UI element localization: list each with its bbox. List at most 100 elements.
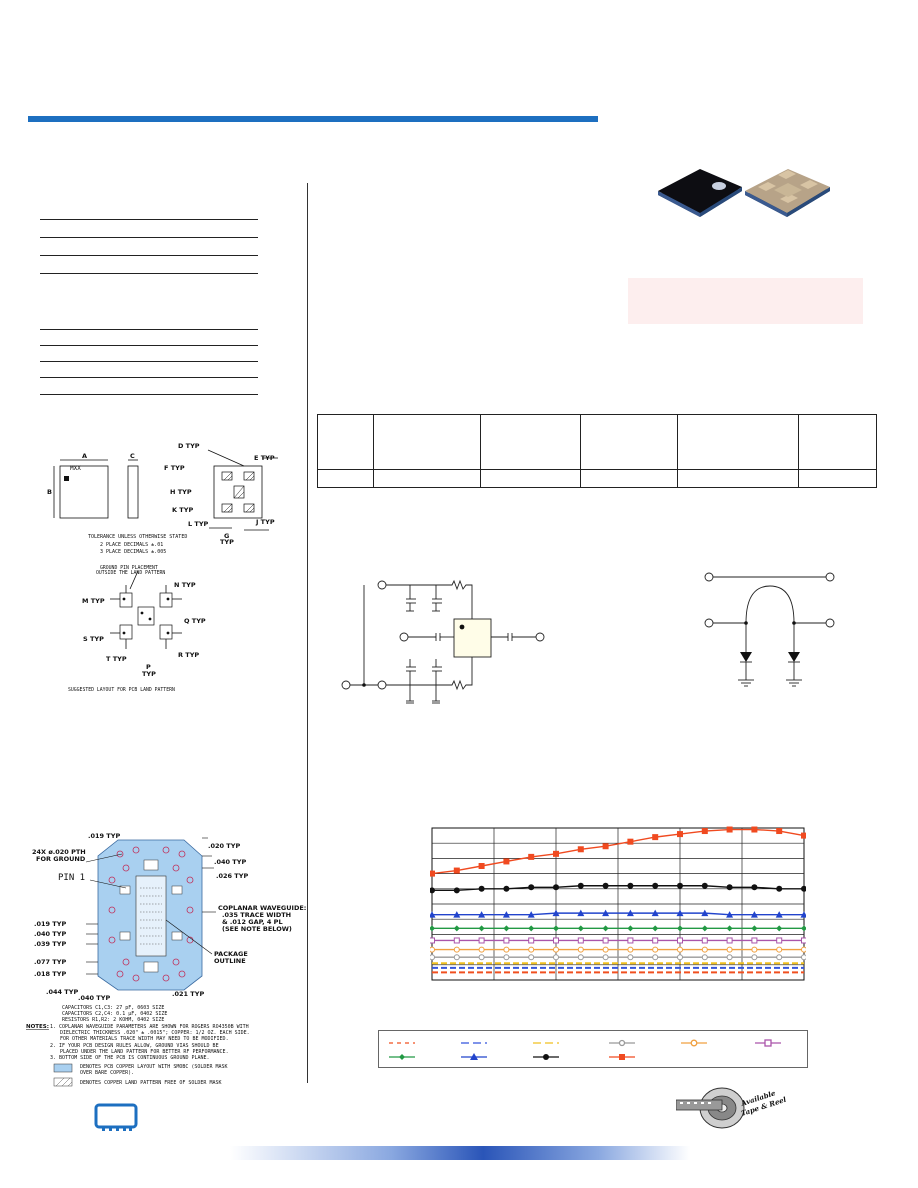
data-point [726, 911, 734, 918]
data-point [776, 954, 783, 961]
table-row [317, 468, 877, 489]
dim-l-label: L TYP [188, 520, 209, 528]
data-point [652, 925, 659, 932]
data-point [627, 838, 634, 845]
data-point [503, 858, 510, 865]
dim-040-bottom: .040 TYP [78, 994, 110, 1002]
data-point [503, 937, 510, 944]
table-cell [677, 468, 800, 489]
table-cell [579, 468, 679, 489]
data-point [528, 884, 535, 891]
data-point [453, 937, 460, 944]
legend-entry [461, 1053, 487, 1060]
data-point [478, 885, 485, 892]
capacitors-2: CAPACITORS C2,C4: 0.1 µF, 0402 SIZE [62, 1011, 167, 1017]
dim-039: .039 TYP [34, 940, 66, 948]
data-point [527, 911, 535, 918]
data-point [751, 925, 758, 932]
package-outline-bottom [213, 465, 263, 519]
package-photo [658, 169, 830, 217]
pkg-outline-1: PACKAGE [214, 950, 248, 958]
dim-s-label: S TYP [83, 635, 104, 643]
spec-table [317, 414, 877, 489]
application-circuit [341, 579, 545, 704]
pth-note-1: 24X ø.020 PTH [32, 848, 86, 856]
data-point [528, 937, 535, 944]
data-point [453, 925, 460, 932]
port-4 [825, 618, 835, 628]
resistors: RESISTORS R1,R2: 2 KOHM, 0402 SIZE [62, 1017, 164, 1023]
legend-entry [681, 1039, 707, 1047]
data-point [801, 937, 806, 944]
data-point [503, 885, 510, 892]
table-cell [372, 468, 482, 489]
data-point [776, 937, 783, 944]
data-point [577, 937, 584, 944]
data-point [652, 946, 659, 953]
data-point [627, 882, 634, 889]
chart-legend [378, 1030, 808, 1068]
data-point [701, 946, 708, 953]
data-point [552, 909, 560, 917]
data-point [553, 884, 559, 891]
data-point [577, 909, 585, 917]
table-cell [798, 414, 877, 470]
data-point [776, 946, 783, 953]
dim-040-right: .040 TYP [214, 858, 246, 866]
legend-1b: OVER BARE COPPER). [80, 1070, 134, 1076]
copper-legend-swatch [53, 1063, 73, 1073]
spec-line [40, 219, 258, 220]
legend-entry [389, 1054, 415, 1060]
dim-h-label: H TYP [170, 488, 192, 496]
data-point [553, 925, 559, 932]
ground-note-1: GROUND PIN PLACEMENT [100, 565, 158, 571]
data-point [800, 911, 806, 918]
dim-040-left: .040 TYP [34, 930, 66, 938]
data-point [577, 954, 584, 961]
spec-line [40, 329, 258, 330]
data-point [478, 911, 486, 918]
dim-f-label: F TYP [164, 464, 185, 472]
data-point [726, 884, 733, 891]
tape-and-reel-icon: Available Tape & Reel [676, 1087, 786, 1129]
data-point [776, 925, 783, 932]
dim-e-label: E TYP [254, 454, 275, 462]
pin1-label: PIN 1 [58, 873, 85, 883]
note-3: 3. BOTTOM SIDE OF THE PCB IS CONTINUOUS … [50, 1055, 210, 1061]
land-pattern-drawing: GROUND PIN PLACEMENT OUTSIDE THE LAND PA… [68, 565, 206, 693]
data-point [503, 954, 510, 961]
port-3 [704, 618, 714, 628]
data-point [602, 954, 609, 961]
data-point [478, 954, 485, 961]
cpw-note-2: .035 TRACE WIDTH [222, 911, 291, 919]
chip-logo-icon [94, 1103, 138, 1131]
data-point [751, 937, 758, 944]
dim-a-label: A [82, 452, 87, 460]
data-point [677, 831, 683, 838]
table-cell [317, 468, 374, 489]
data-point [776, 885, 783, 892]
dim-d-label: D TYP [178, 442, 200, 450]
data-point [726, 946, 733, 953]
outline-drawing: A B C MXX D TYP E TYP F TYP H TYP K TYP … [47, 442, 278, 555]
package-bottom-view [745, 169, 830, 217]
data-point [502, 911, 510, 918]
spec-line [40, 345, 258, 346]
data-point [503, 946, 510, 953]
data-point [528, 925, 535, 932]
table-cell [480, 468, 581, 489]
footer-bar [230, 1146, 690, 1160]
dim-p-label: P [146, 663, 151, 671]
pin-diode-1 [740, 652, 752, 662]
terminal-node [377, 680, 387, 690]
table-header-row [317, 414, 877, 470]
spec-line [40, 361, 258, 362]
dim-077: .077 TYP [34, 958, 66, 966]
package-outline-side [127, 465, 139, 519]
data-point [478, 946, 485, 953]
terminal-vc1 [377, 580, 387, 590]
legend-entry [609, 1039, 635, 1047]
data-point [751, 946, 758, 953]
legend-entry [533, 1054, 559, 1060]
cpw-note-4: (SEE NOTE BELOW) [222, 925, 292, 933]
